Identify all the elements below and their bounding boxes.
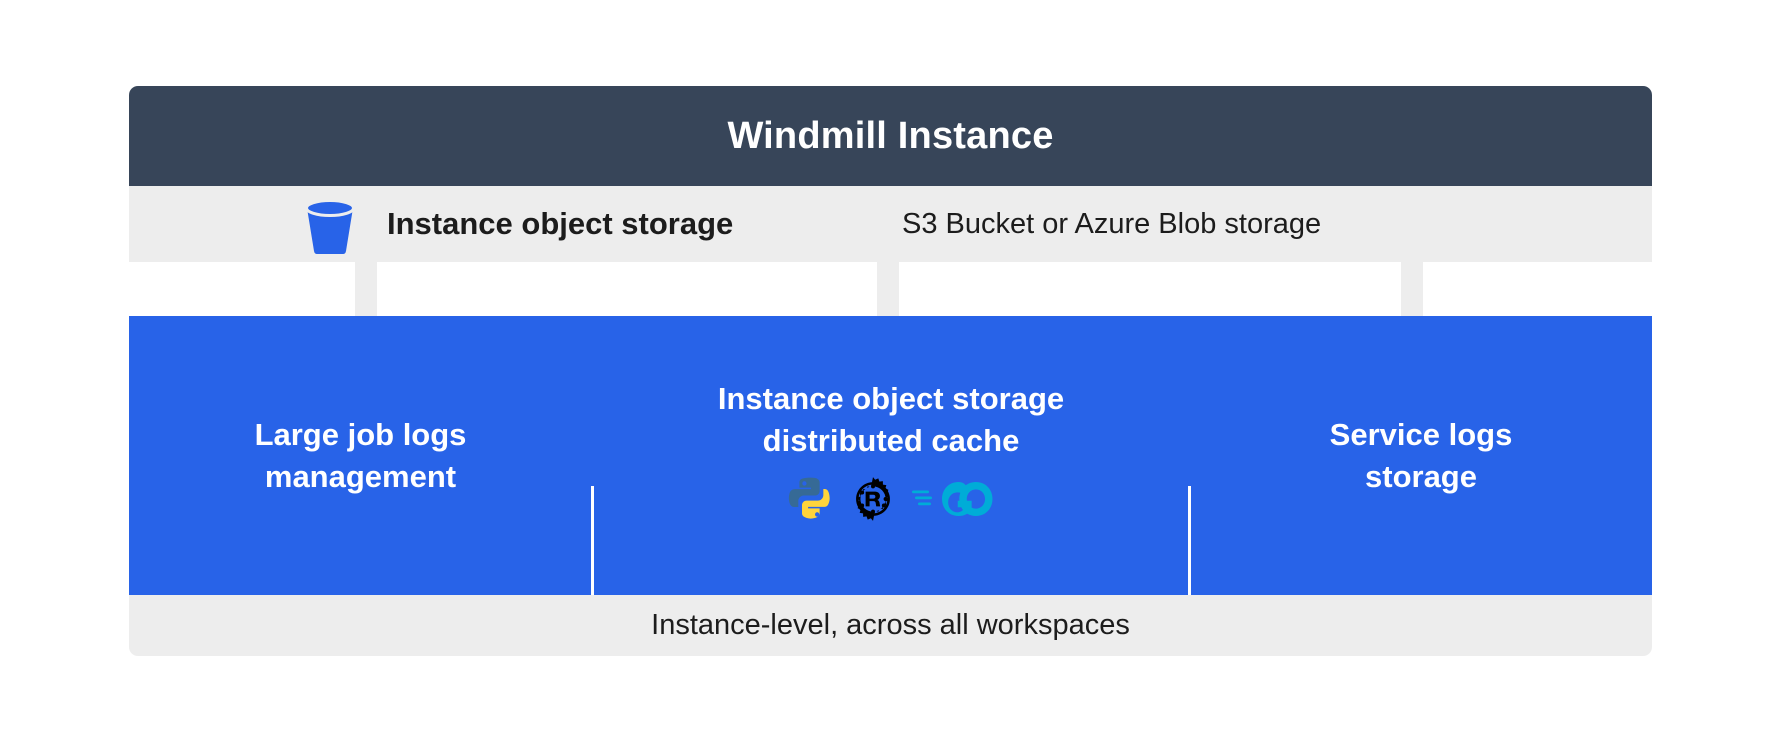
bucket-icon [299, 194, 361, 256]
feature-title-large-job-logs: Large job logs management [254, 416, 467, 494]
instance-object-storage-row: Instance object storage S3 Bucket or Azu… [129, 186, 1652, 262]
feature-cell-service-logs: Service logs storage [1190, 316, 1652, 595]
diagram-footer: Instance-level, across all workspaces [129, 595, 1652, 656]
go-logo [912, 480, 994, 523]
rust-logo [850, 476, 896, 527]
instance-object-storage-sublabel: S3 Bucket or Azure Blob storage [902, 207, 1322, 240]
page-title: Windmill Instance [727, 114, 1054, 157]
python-logo [788, 476, 834, 527]
language-logo-group [788, 476, 994, 527]
panel-divider-right [1188, 486, 1191, 614]
diagram-header: Windmill Instance [129, 86, 1652, 186]
feature-cell-distributed-cache: Instance object storage distributed cach… [592, 316, 1190, 595]
instance-object-storage-label: Instance object storage [387, 206, 734, 241]
feature-title-service-logs: Service logs storage [1329, 416, 1513, 494]
features-panel: Large job logs management Instance objec… [129, 316, 1652, 614]
feature-title-distributed-cache: Instance object storage distributed cach… [717, 381, 1065, 458]
footer-caption: Instance-level, across all workspaces [651, 609, 1130, 641]
windmill-instance-diagram: Windmill Instance Instance object storag… [129, 86, 1652, 656]
panel-divider-left [591, 486, 594, 614]
feature-cell-large-job-logs: Large job logs management [129, 316, 592, 595]
